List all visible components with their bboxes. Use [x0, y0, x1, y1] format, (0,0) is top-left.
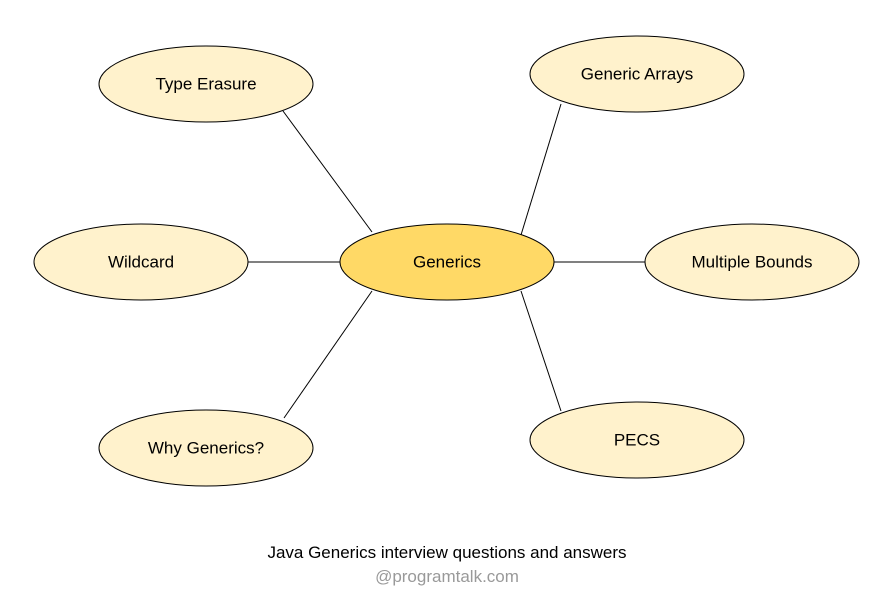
node-generics-center[interactable]: Generics: [339, 223, 555, 301]
node-generic-arrays-label: Generic Arrays: [581, 65, 693, 84]
node-why-generics-label: Why Generics?: [148, 439, 264, 458]
node-generic-arrays-shape: [529, 35, 745, 113]
node-type-erasure-label: Type Erasure: [155, 75, 256, 94]
connector-why-generics: [283, 290, 373, 419]
node-multiple-bounds-label: Multiple Bounds: [692, 253, 813, 272]
node-pecs-shape: [529, 401, 745, 479]
node-pecs[interactable]: PECS: [529, 401, 745, 479]
node-why-generics-shape: [98, 409, 314, 487]
node-multiple-bounds[interactable]: Multiple Bounds: [644, 223, 860, 301]
node-type-erasure-shape: [98, 45, 314, 123]
node-wildcard[interactable]: Wildcard: [33, 223, 249, 301]
node-multiple-bounds-shape: [644, 223, 860, 301]
connector-pecs: [520, 290, 562, 412]
node-wildcard-shape: [33, 223, 249, 301]
node-wildcard-label: Wildcard: [108, 253, 174, 272]
node-generic-arrays[interactable]: Generic Arrays: [529, 35, 745, 113]
node-generics-center-shape: [339, 223, 555, 301]
connector-type-erasure: [282, 110, 373, 233]
connector-generic-arrays: [520, 103, 562, 236]
mind-map-diagram: Type Erasure Generic Arrays Wildcard Mul…: [33, 35, 860, 487]
caption-credit: @programtalk.com: [375, 567, 519, 586]
node-generics-center-label: Generics: [413, 253, 481, 272]
node-type-erasure[interactable]: Type Erasure: [98, 45, 314, 123]
caption-title: Java Generics interview questions and an…: [267, 543, 627, 562]
node-why-generics[interactable]: Why Generics?: [98, 409, 314, 487]
node-pecs-label: PECS: [614, 431, 660, 450]
